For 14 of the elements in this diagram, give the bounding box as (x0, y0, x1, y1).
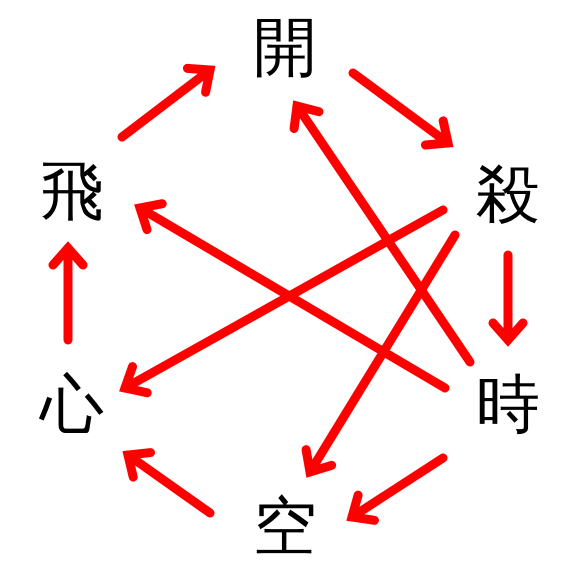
arrow (48, 244, 88, 344)
character-label: 空 (253, 495, 317, 559)
arrow (290, 102, 474, 366)
character-label: 開 (253, 16, 317, 80)
arrow (302, 230, 460, 476)
arrow (118, 64, 214, 142)
arrow (348, 454, 448, 525)
character-label: 殺 (476, 163, 540, 227)
arrow (124, 448, 214, 518)
character-label: 時 (476, 373, 540, 437)
character-label: 心 (40, 373, 104, 437)
arrow (348, 68, 452, 150)
arrow (488, 250, 528, 344)
character-label: 飛 (40, 160, 104, 224)
